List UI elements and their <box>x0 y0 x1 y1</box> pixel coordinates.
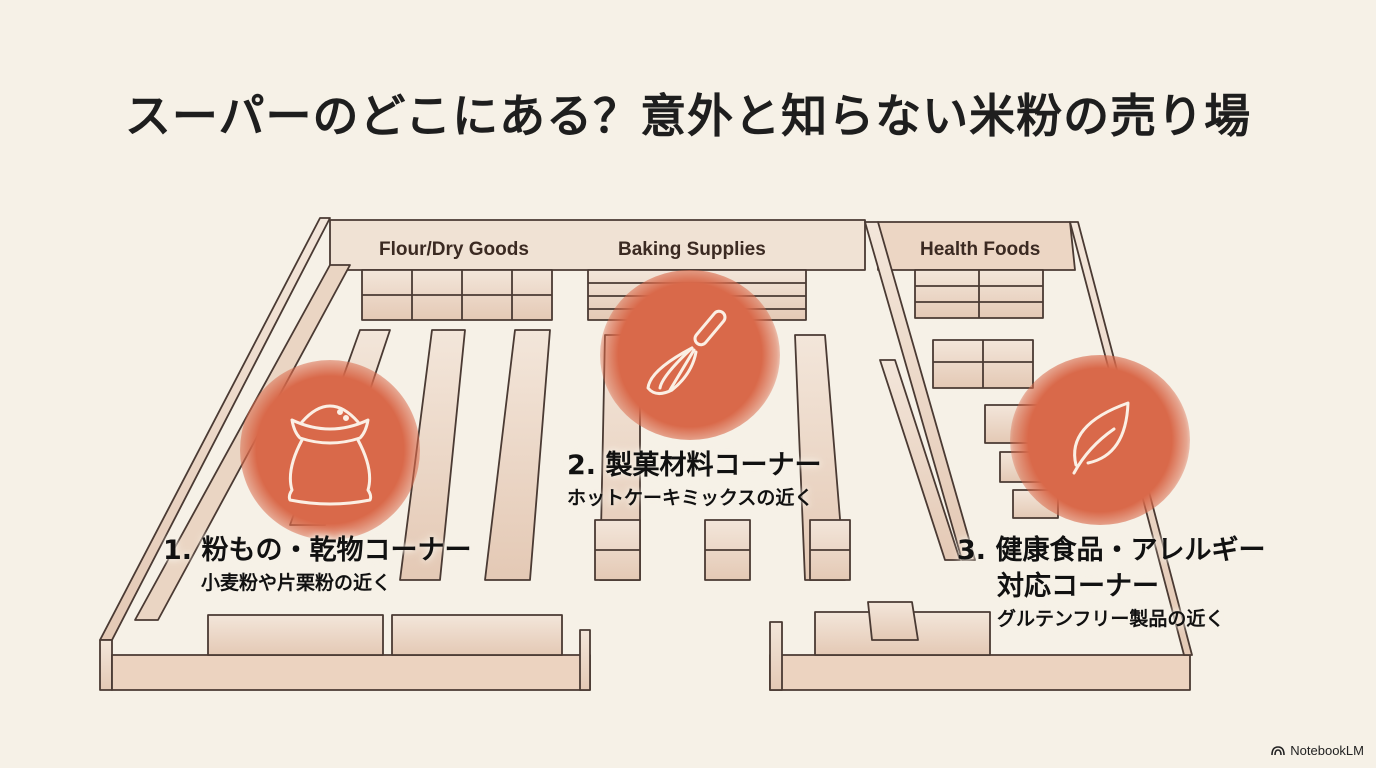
brand-label: NotebookLM <box>1290 743 1364 758</box>
section-label-baking-supplies: Baking Supplies <box>618 239 766 260</box>
leaf-icon <box>1072 401 1130 475</box>
callout-number: 2. <box>567 450 597 481</box>
baking-corner-marker <box>600 270 780 440</box>
callout-flour-corner: 1. 粉もの・乾物コーナー 小麦粉や片栗粉の近く <box>163 533 471 597</box>
callout-sub: グルテンフリー製品の近く <box>997 608 1225 630</box>
callout-sub: 小麦粉や片栗粉の近く <box>201 572 392 594</box>
callout-sub: ホットケーキミックスの近く <box>567 487 814 509</box>
whisk-icon <box>646 309 727 395</box>
flour-corner-marker <box>240 360 420 540</box>
section-label-flour-dry-goods: Flour/Dry Goods <box>379 239 529 260</box>
callout-health-corner: 3. 健康食品・アレルギー 対応コーナー グルテンフリー製品の近く <box>957 533 1265 633</box>
page-title: スーパーのどこにある？意外と知らない米粉の売り場 <box>124 89 1252 143</box>
callout-baking-corner: 2. 製菓材料コーナー ホットケーキミックスの近く <box>567 448 821 512</box>
callout-heading: 粉もの・乾物コーナー <box>201 535 472 566</box>
notebooklm-brand: NotebookLM <box>1271 743 1364 758</box>
callout-heading-line2: 対応コーナー <box>997 571 1159 602</box>
section-label-health-foods: Health Foods <box>920 239 1041 260</box>
health-corner-marker <box>1010 355 1190 525</box>
notebooklm-logo-icon <box>1271 746 1286 756</box>
callout-heading-line1: 健康食品・アレルギー <box>995 535 1266 566</box>
flour-sack-icon <box>287 404 373 506</box>
callout-heading: 製菓材料コーナー <box>605 450 822 481</box>
callout-number: 1. <box>163 535 193 566</box>
callout-number: 3. <box>957 535 987 566</box>
